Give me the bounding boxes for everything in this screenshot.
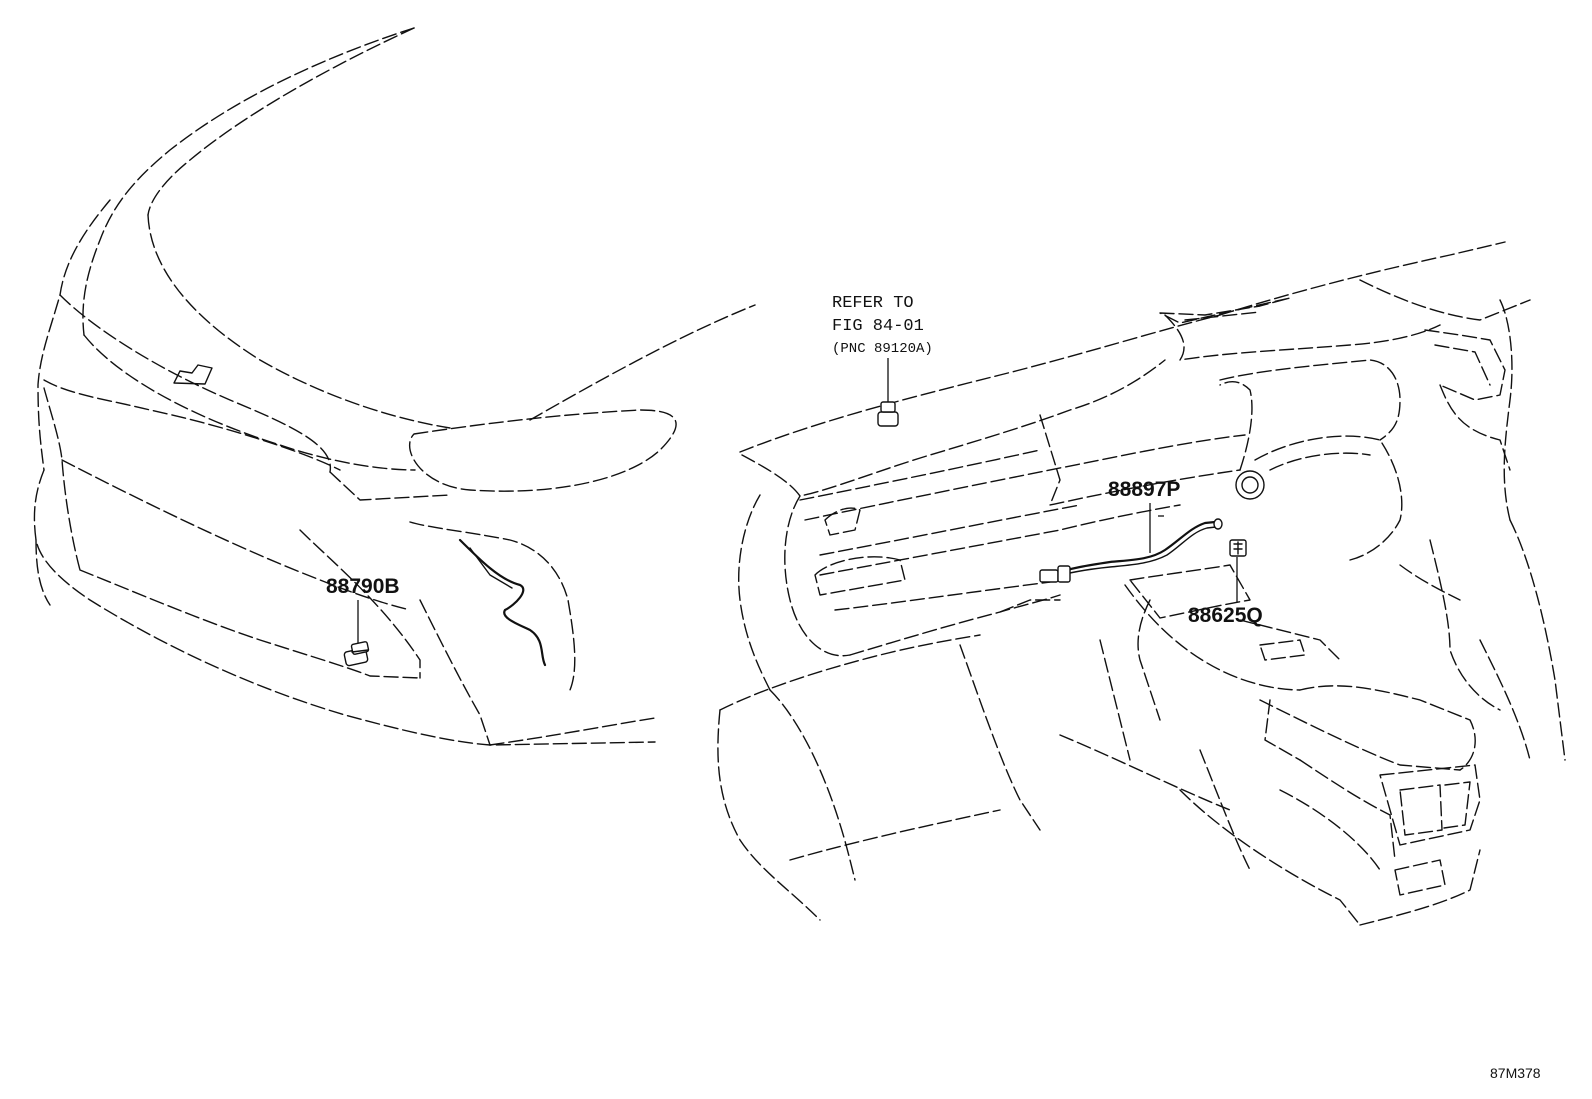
front-sensor-callout: 88790B <box>326 575 400 598</box>
dashboard-view: 88897P 88625Q REFER TO FIG 84-01 (PNC 89… <box>717 241 1566 926</box>
interior-sensor-part <box>1229 539 1247 557</box>
emblem-icon <box>173 364 213 385</box>
wire-harness-callout: 88897P <box>1108 478 1180 501</box>
reference-note-line1: REFER TO <box>832 294 914 313</box>
reference-note-line3: (PNC 89120A) <box>832 341 933 357</box>
front-sensor-part <box>343 641 370 667</box>
interior-sensor-callout: 88625Q <box>1188 604 1263 627</box>
reference-sensor-part <box>877 401 899 427</box>
front-bumper-view: 88790B <box>33 27 756 746</box>
wire-harness-part <box>1039 518 1223 583</box>
reference-note-line2: FIG 84-01 <box>832 317 924 336</box>
figure-id: 87M378 <box>1490 1065 1541 1081</box>
